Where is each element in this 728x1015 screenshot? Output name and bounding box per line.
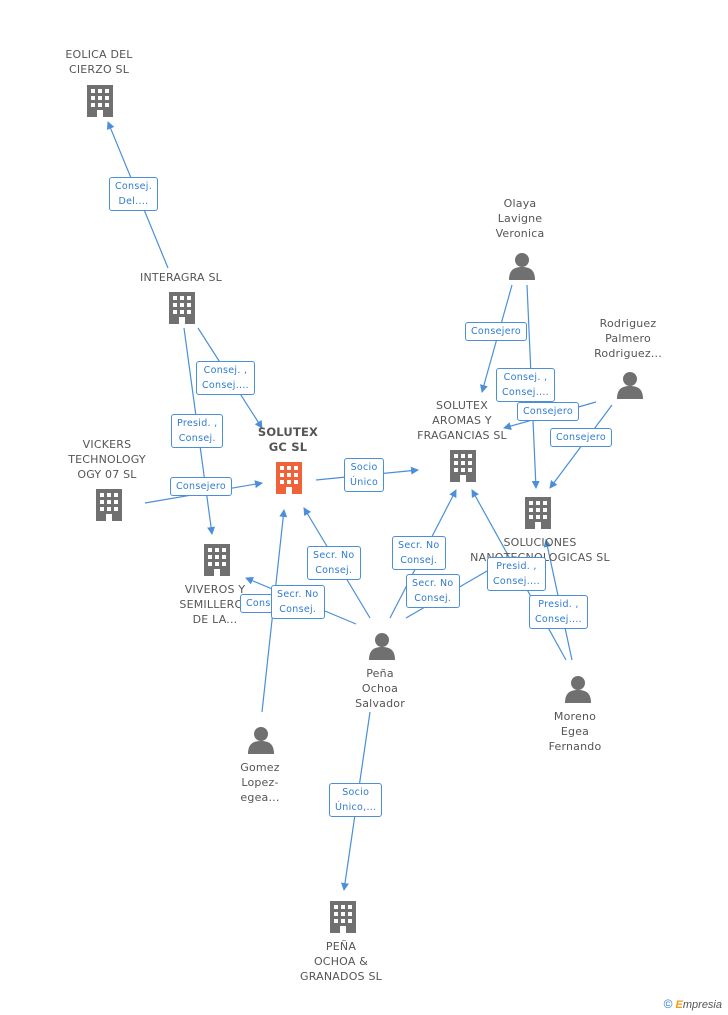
edge-label-olaya-soluciones: Consej. , Consej.... [496, 368, 555, 402]
node-gomez-label[interactable]: Gomez Lopez- egea... [240, 761, 280, 804]
edge-label-olaya-aromas: Consejero [465, 322, 527, 341]
edge-label-pena-solutex: Secr. No Consej. [307, 546, 361, 580]
vickers-building-icon[interactable] [96, 489, 122, 521]
moreno-person-icon[interactable] [565, 676, 591, 703]
node-penaochoa-label[interactable]: PEÑA OCHOA & GRANADOS SL [300, 940, 382, 983]
edge-label-rodriguez-aromas: Consejero [517, 402, 579, 421]
node-vickers-label[interactable]: VICKERS TECHNOLOGY OGY 07 SL [68, 438, 146, 481]
node-solutex-label[interactable]: SOLUTEX GC SL [257, 425, 319, 454]
solutex-building-icon[interactable] [276, 462, 302, 494]
soluciones-building-icon[interactable] [525, 497, 551, 529]
node-rodriguez-label[interactable]: Rodriguez Palmero Rodriguez... [594, 317, 662, 360]
viveros-building-icon[interactable] [204, 544, 230, 576]
pena-person-icon[interactable] [369, 633, 395, 660]
edge-label-consej-del: Consej. Del.... [109, 177, 159, 211]
node-olaya-label[interactable]: Olaya Lavigne Veronica [495, 197, 545, 240]
node-eolica-label[interactable]: EOLICA DEL CIERZO SL [65, 48, 133, 76]
node-moreno-label[interactable]: Moreno Egea Fernando [548, 710, 602, 753]
brand-name: mpresia [682, 999, 722, 1011]
edge-label-rodriguez-soluciones: Consejero [550, 428, 612, 447]
edge-label-interagra-solutex: Consej. , Consej.... [196, 361, 255, 395]
node-aromas-label[interactable]: SOLUTEX AROMAS Y FRAGANCIAS SL [417, 399, 507, 442]
penaochoa-building-icon[interactable] [330, 901, 356, 933]
olaya-person-icon[interactable] [509, 253, 535, 280]
edge-label-moreno-aromas: Presid. , Consej.... [487, 557, 546, 591]
node-pena-label[interactable]: Peña Ochoa Salvador [355, 667, 405, 710]
brand-logo[interactable]: © Empresia [664, 997, 722, 1011]
edge-label-pena-viveros-b: Secr. No Consej. [271, 585, 325, 619]
interagra-building-icon[interactable] [169, 292, 195, 324]
edge-label-pena-aromas: Secr. No Consej. [392, 536, 446, 570]
edge-label-vickers-solutex: Consejero [170, 477, 232, 496]
aromas-building-icon[interactable] [450, 450, 476, 482]
rodriguez-person-icon[interactable] [617, 372, 643, 399]
edge-label-interagra-viveros: Presid. , Consej. [171, 414, 224, 448]
node-viveros-label[interactable]: VIVEROS Y SEMILLEROS DE LA... [179, 583, 251, 626]
eolica-building-icon[interactable] [87, 85, 113, 117]
node-interagra-label[interactable]: INTERAGRA SL [140, 271, 222, 284]
edge-label-pena-soluciones: Secr. No Consej. [406, 574, 460, 608]
edge-label-pena-penaochoa: Socio Único,... [329, 783, 383, 817]
edge-label-solutex-aromas: Socio Único [344, 458, 385, 492]
brand-letter: E [675, 999, 683, 1011]
edge-label-moreno-soluciones: Presid. , Consej.... [529, 595, 588, 629]
copyright-icon: © [663, 997, 673, 1011]
gomez-person-icon[interactable] [248, 727, 274, 754]
